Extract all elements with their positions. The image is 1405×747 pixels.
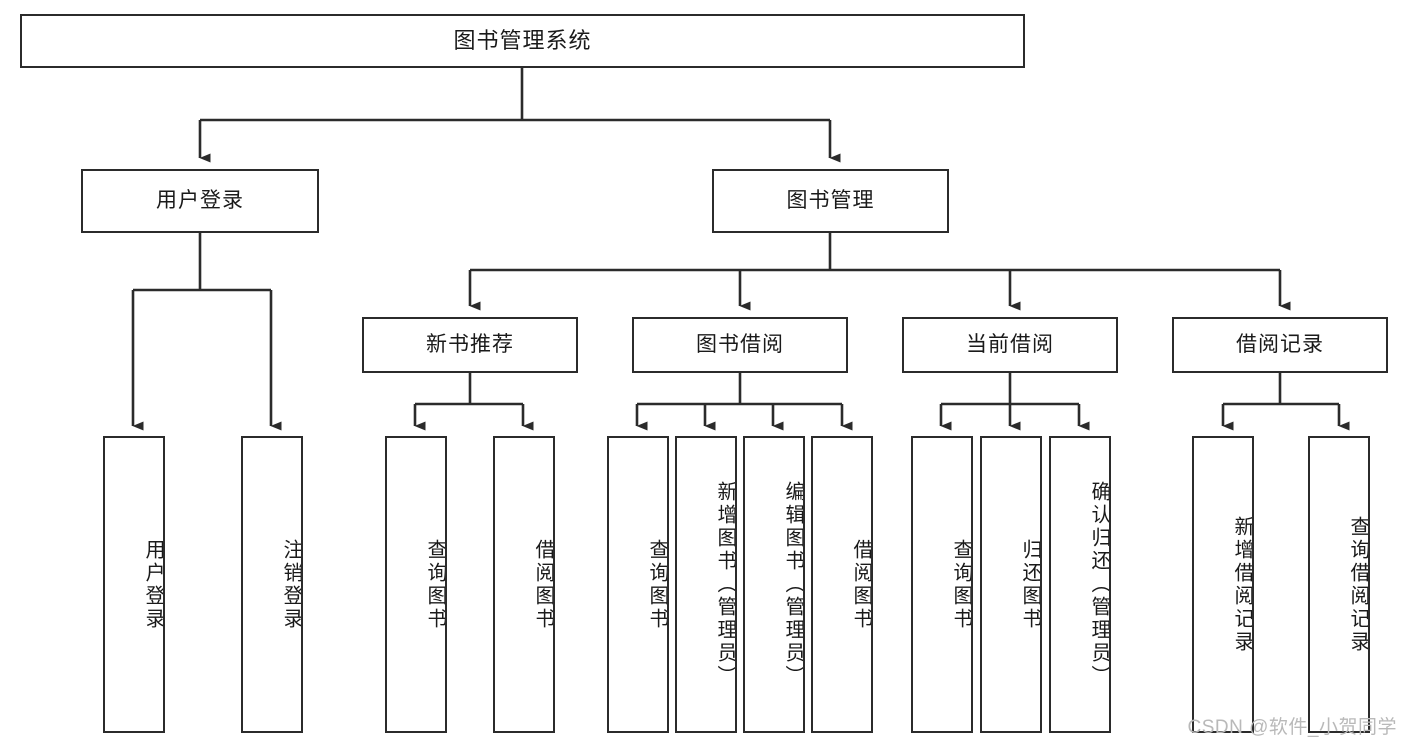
node-user-login[interactable]: 用户登录 (81, 169, 319, 233)
node-label: 借阅记录 (1236, 333, 1324, 357)
leaf-add-borrow-record[interactable]: 新增借阅记录 (1192, 436, 1254, 733)
leaf-confirm-return-admin[interactable]: 确认归还（管理员） (1049, 436, 1111, 733)
node-label: 查询图书 (950, 538, 972, 631)
leaf-query-book-recommendation[interactable]: 查询图书 (385, 436, 447, 733)
node-label: 查询图书 (646, 538, 668, 631)
node-label: 注销登录 (280, 538, 302, 631)
node-current-borrowing[interactable]: 当前借阅 (902, 317, 1118, 373)
node-label: 归还图书 (1019, 538, 1041, 631)
leaf-query-book-borrowing[interactable]: 查询图书 (607, 436, 669, 733)
node-label: 用户登录 (142, 538, 164, 631)
node-label: 新书推荐 (426, 333, 514, 357)
leaf-borrow-book-recommendation[interactable]: 借阅图书 (493, 436, 555, 733)
node-new-book-recommendation[interactable]: 新书推荐 (362, 317, 578, 373)
node-label: 当前借阅 (966, 333, 1054, 357)
leaf-return-book[interactable]: 归还图书 (980, 436, 1042, 733)
node-book-borrowing[interactable]: 图书借阅 (632, 317, 848, 373)
leaf-edit-book-admin[interactable]: 编辑图书（管理员） (743, 436, 805, 733)
node-book-management[interactable]: 图书管理 (712, 169, 949, 233)
node-label: 图书管理 (786, 189, 875, 213)
leaf-borrow-book[interactable]: 借阅图书 (811, 436, 873, 733)
node-borrow-records[interactable]: 借阅记录 (1172, 317, 1388, 373)
leaf-query-book-current[interactable]: 查询图书 (911, 436, 973, 733)
leaf-logout[interactable]: 注销登录 (241, 436, 303, 733)
leaf-user-login[interactable]: 用户登录 (103, 436, 165, 733)
node-label: 图书管理系统 (453, 27, 592, 53)
node-label: 查询借阅记录 (1347, 515, 1369, 654)
node-label: 新增借阅记录 (1231, 515, 1253, 654)
node-label: 借阅图书 (532, 538, 554, 631)
node-label: 图书借阅 (696, 333, 784, 357)
node-root-book-management-system[interactable]: 图书管理系统 (20, 14, 1025, 68)
leaf-add-book-admin[interactable]: 新增图书（管理员） (675, 436, 737, 733)
watermark-text: CSDN @软件_小贺同学 (1187, 717, 1397, 738)
node-label: 用户登录 (156, 189, 244, 213)
node-label: 借阅图书 (850, 538, 872, 631)
leaf-query-borrow-record[interactable]: 查询借阅记录 (1308, 436, 1370, 733)
node-label: 查询图书 (424, 538, 446, 631)
node-label: 编辑图书（管理员） (782, 481, 804, 688)
node-label: 新增图书（管理员） (714, 481, 736, 688)
node-label: 确认归还（管理员） (1088, 481, 1110, 688)
